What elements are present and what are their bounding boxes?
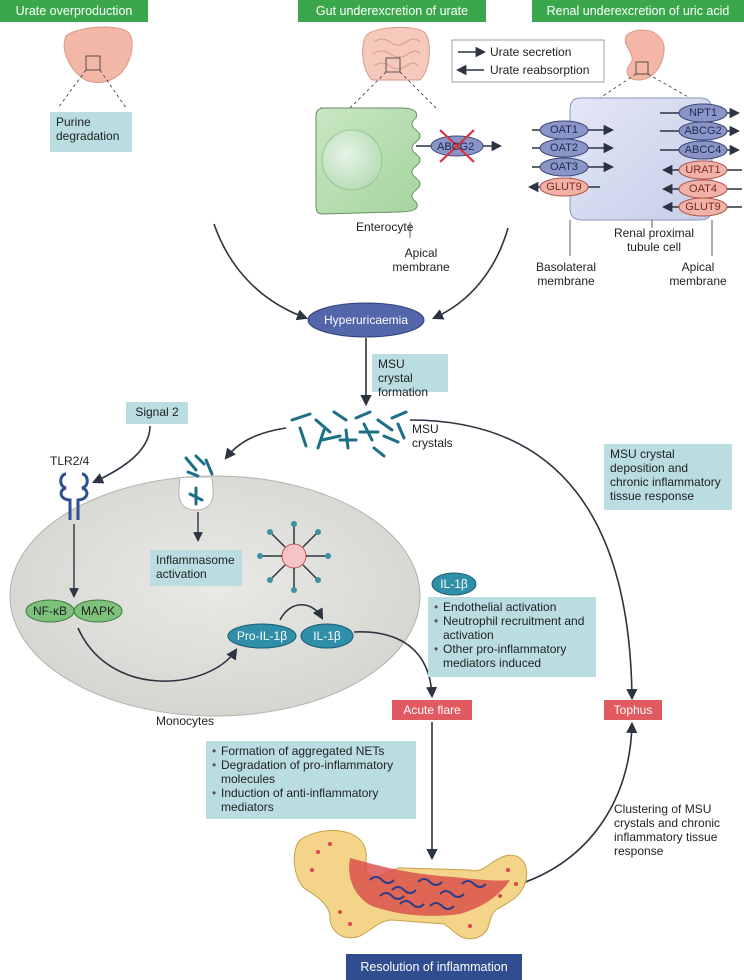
- oat4-label: OAT4: [689, 183, 717, 195]
- oat1-label: OAT1: [550, 124, 578, 136]
- renal-right-arrows: [660, 103, 742, 217]
- basolateral-membrane-label: Basolateral membrane: [535, 260, 597, 288]
- monocytes-label: Monocytes: [156, 714, 215, 728]
- inflammasome-structure: [257, 521, 331, 593]
- msu-crystals-cluster: [290, 410, 408, 458]
- tlr-label: TLR2/4: [50, 454, 90, 468]
- gut-apical-membrane-label: Apical membrane: [392, 246, 450, 274]
- msu-formation-box: MSU crystal formation: [372, 354, 448, 399]
- il1b-effects-box: Endothelial activation Neutrophil recrui…: [428, 597, 596, 677]
- chronic-deposition-box: MSU crystal deposition and chronic infla…: [604, 444, 732, 510]
- header-renal-underexcretion: Renal underexcretion of uric acid: [532, 0, 744, 22]
- renal-cell-label: Renal proximal tubule cell: [613, 226, 695, 254]
- monocyte-cell: [9, 475, 421, 717]
- purine-degradation-box: Purine degradation: [50, 112, 132, 152]
- acute-flare-label: Acute flare: [392, 700, 472, 720]
- hyperuricaemia-node: [307, 302, 425, 338]
- pro-il1b-label: Pro-IL-1β: [236, 629, 288, 643]
- legend-reabsorption-label: Urate reabsorption: [490, 63, 590, 77]
- mapk-label: MAPK: [80, 604, 115, 618]
- aggregated-nets-illustration: [293, 829, 528, 940]
- il1b-label: IL-1β: [313, 629, 341, 643]
- mechanism-anti-inflammatory: Induction of anti-inflammatory mediators: [212, 786, 410, 814]
- resolution-mechanisms-box: Formation of aggregated NETs Degradation…: [206, 741, 416, 819]
- renal-left-arrows: [527, 120, 615, 197]
- header-gut-underexcretion: Gut underexcretion of urate: [298, 0, 486, 22]
- legend-secretion-label: Urate secretion: [490, 45, 572, 59]
- tophus-label: Tophus: [604, 700, 662, 720]
- tlr-receptor: [59, 472, 89, 598]
- resolution-of-inflammation-label: Resolution of inflammation: [346, 954, 522, 980]
- effect-endothelial: Endothelial activation: [434, 600, 590, 614]
- msu-crystals-label: MSU crystals: [412, 422, 453, 450]
- abcg2-gut-label: ABCG2: [437, 141, 475, 153]
- glut9-right-label: GLUT9: [685, 201, 721, 213]
- signal-2-box: Signal 2: [126, 402, 188, 424]
- clustering-text: Clustering of MSU crystals and chronic i…: [614, 802, 721, 858]
- intestine-illustration: [349, 26, 437, 109]
- urat1-label: URAT1: [685, 164, 721, 176]
- nfkb-label: NF-κB: [33, 604, 67, 618]
- oat2-label: OAT2: [550, 142, 578, 154]
- glut9-left-label: GLUT9: [546, 181, 582, 193]
- inflammasome-activation-box: Inflammasome activation: [150, 550, 242, 586]
- renal-apical-membrane-label: Apical membrane: [669, 260, 727, 288]
- abcc4-label: ABCC4: [684, 144, 722, 156]
- effect-neutrophil: Neutrophil recruitment and activation: [434, 614, 590, 642]
- effect-other-mediators: Other pro-inflammatory mediators induced: [434, 642, 590, 670]
- abcg2-gut-transporter: [416, 129, 503, 163]
- phagosome: [178, 454, 214, 542]
- enterocyte-label: Enterocyte: [356, 220, 414, 234]
- npt1-label: NPT1: [688, 107, 718, 119]
- oat3-label: OAT3: [550, 161, 578, 173]
- mechanism-nets: Formation of aggregated NETs: [212, 744, 410, 758]
- header-urate-overproduction: Urate overproduction: [0, 0, 148, 22]
- legend-arrows: [451, 39, 605, 83]
- il1b-effects-tag: IL-1β: [440, 577, 468, 591]
- abcg2-renal-label: ABCG2: [684, 125, 722, 137]
- enterocyte-cell: [315, 107, 421, 215]
- hyperuricaemia-label: Hyperuricaemia: [323, 313, 409, 327]
- liver-illustration: [57, 26, 133, 109]
- mechanism-degradation: Degradation of pro-inflammatory molecule…: [212, 758, 410, 786]
- kidney-illustration: [599, 29, 691, 99]
